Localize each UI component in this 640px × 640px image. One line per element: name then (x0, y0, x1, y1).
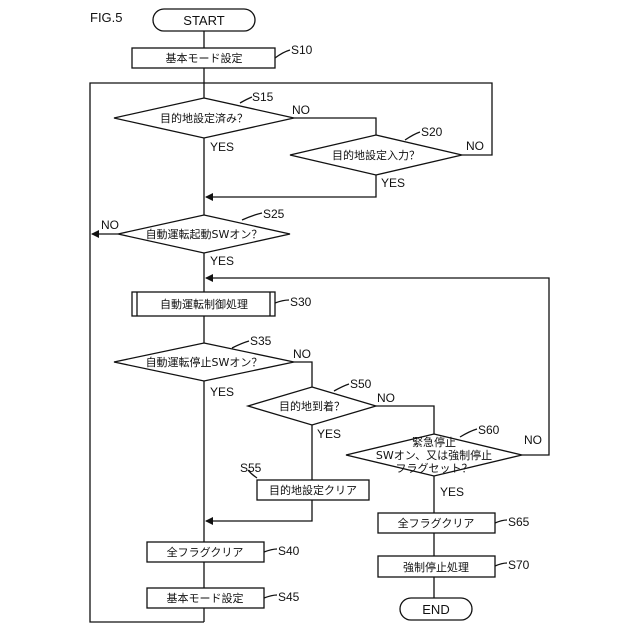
s50-id: S50 (350, 377, 372, 391)
s60-id: S60 (478, 423, 500, 437)
s10-text: 基本モード設定 (166, 51, 243, 65)
connector-s35-no (294, 362, 312, 387)
s40-id: S40 (278, 544, 300, 558)
s60-leader (460, 429, 477, 437)
s35-leader (232, 341, 249, 348)
s40-text: 全フラグクリア (167, 545, 244, 559)
s30-text: 自動運転制御処理 (160, 297, 248, 311)
s15-no-label: NO (292, 103, 310, 117)
end-label: END (422, 602, 449, 617)
s30-id: S30 (290, 295, 312, 309)
s60-line-2: SWオン、又は強制停止 (376, 448, 492, 462)
s55-id: S55 (240, 461, 262, 475)
s50-text: 目的地到着？ (279, 399, 345, 413)
start-label: START (183, 13, 224, 28)
s60-no-label: NO (524, 433, 542, 447)
s25-text: 自動運転起動SWオン？ (146, 227, 263, 241)
s50-no-label: NO (377, 391, 395, 405)
s60-yes-label: YES (440, 485, 464, 499)
s25-yes-label: YES (210, 254, 234, 268)
s60-line-1: 緊急停止 (412, 435, 456, 449)
s15-id: S15 (252, 90, 274, 104)
s35-yes-label: YES (210, 385, 234, 399)
figure-label: FIG.5 (90, 10, 123, 25)
s65-leader (495, 520, 507, 523)
s10-id: S10 (291, 43, 313, 57)
s70-id: S70 (508, 558, 530, 572)
s25-no-label: NO (101, 218, 119, 232)
s50-leader (334, 384, 349, 391)
s35-id: S35 (250, 334, 272, 348)
s35-text: 自動運転停止SWオン？ (146, 355, 263, 369)
s25-leader (242, 213, 262, 220)
s30-leader (275, 300, 289, 303)
s25-id: S25 (263, 207, 285, 221)
s20-id: S20 (421, 125, 443, 139)
s70-leader (495, 563, 507, 566)
s20-text: 目的地設定入力？ (332, 148, 420, 162)
s20-yes-label: YES (381, 176, 405, 190)
s65-text: 全フラグクリア (398, 516, 475, 530)
connector-s15-no (294, 118, 376, 135)
s20-leader (405, 132, 420, 140)
s20-no-label: NO (466, 139, 484, 153)
s65-id: S65 (508, 515, 530, 529)
s70-text: 強制停止処理 (403, 560, 469, 574)
s15-leader (240, 97, 252, 103)
s10-leader (275, 50, 290, 58)
s35-no-label: NO (293, 347, 311, 361)
s50-yes-label: YES (317, 427, 341, 441)
s55-text: 目的地設定クリア (269, 483, 357, 497)
connector-s50-no (376, 406, 434, 434)
connector-s20-yes (206, 175, 376, 197)
s45-leader (264, 595, 277, 598)
s40-leader (264, 549, 277, 552)
s45-id: S45 (278, 590, 300, 604)
s60-line-3: フラグセット？ (396, 461, 473, 475)
connector-s55-merge (206, 500, 312, 521)
s15-text: 目的地設定済み？ (160, 111, 248, 125)
s45-text: 基本モード設定 (167, 591, 244, 605)
s15-yes-label: YES (210, 140, 234, 154)
